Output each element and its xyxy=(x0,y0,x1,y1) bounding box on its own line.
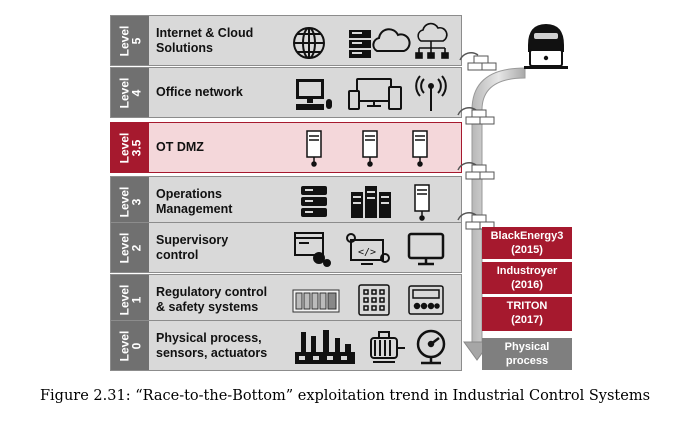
level-3-icons xyxy=(301,184,430,221)
factory-icon xyxy=(295,330,355,364)
wireless-antenna-icon xyxy=(415,75,447,111)
devices-icon xyxy=(348,78,402,110)
monitor-icon xyxy=(407,232,445,266)
tower-server-icon xyxy=(414,184,430,221)
server-stack-icon xyxy=(301,186,327,217)
desktop-computer-icon xyxy=(296,79,332,110)
hmi-settings-icon xyxy=(294,232,331,267)
server-rack-icon xyxy=(349,30,371,58)
level-2-icons: </> xyxy=(294,232,445,267)
level-label: Physical process, sensors, actuators xyxy=(156,330,268,360)
level-3-5-tier: Level 3.5 OT DMZ xyxy=(110,122,462,173)
globe-icon xyxy=(293,27,325,59)
level-3-tier: Level 3 Operations Management xyxy=(110,176,462,227)
svg-text:</>: </> xyxy=(358,247,376,258)
tower-server-icon xyxy=(306,130,322,167)
attack-path-graphic xyxy=(457,24,568,361)
level-5-tier: Level 5 Internet & Cloud Solutions xyxy=(110,15,462,66)
code-gear-icon: </> xyxy=(346,233,390,265)
motor-icon xyxy=(370,331,405,363)
firewall-brick-icon xyxy=(459,52,497,71)
incident-industroyer: Industroyer (2016) xyxy=(482,262,572,294)
level-tag: Level 2 xyxy=(111,223,149,272)
level-label: Regulatory control & safety systems xyxy=(156,284,268,314)
cloud-icon xyxy=(372,28,411,52)
incident-name: BlackEnergy3 xyxy=(490,230,564,242)
incident-name: Industroyer xyxy=(496,265,558,277)
gauge-icon xyxy=(416,329,446,365)
tower-server-icon xyxy=(412,130,428,167)
server-cluster-icon xyxy=(351,186,391,218)
level-tag: Level 0 xyxy=(111,321,149,370)
level-5-icons xyxy=(293,22,449,59)
incident-blackenergy3: BlackEnergy3 (2015) xyxy=(482,227,572,259)
level-tag: Level 4 xyxy=(111,68,149,117)
level-label: Office network xyxy=(156,85,243,99)
tower-server-icon xyxy=(362,130,378,167)
physical-line-2: process xyxy=(505,355,549,367)
level-0-icons xyxy=(295,329,446,365)
level-1-tier: Level 1 Regulatory control & safety syst… xyxy=(110,274,462,325)
firewall-brick-icon xyxy=(457,107,495,125)
controller-panel-icon xyxy=(408,285,444,315)
level-label: Operations Management xyxy=(156,186,233,216)
io-module-icon xyxy=(358,284,390,316)
level-tag: Level 5 xyxy=(111,16,149,65)
level-3-5-icons xyxy=(306,130,428,167)
physical-line-1: Physical xyxy=(504,341,550,353)
cloud-network-icon xyxy=(415,22,449,59)
level-4-icons xyxy=(296,75,447,111)
incident-year: (2015) xyxy=(511,244,543,256)
level-tag: Level 3 xyxy=(111,177,149,226)
physical-process-box: Physical process xyxy=(482,338,572,370)
level-tag: Level 3.5 xyxy=(111,123,149,172)
hacker-laptop-icon xyxy=(524,24,568,69)
incident-year: (2016) xyxy=(511,279,543,291)
plc-rack-icon xyxy=(292,289,340,313)
level-2-tier: Level 2 Supervisory control </> xyxy=(110,222,462,273)
figure-caption: Figure 2.31: “Race-to-the-Bottom” exploi… xyxy=(39,388,651,404)
firewall-brick-icon xyxy=(457,162,495,180)
level-label: OT DMZ xyxy=(156,140,204,154)
level-0-tier: Level 0 Physical process, sensors, actua… xyxy=(110,320,462,371)
level-4-tier: Level 4 Office network xyxy=(110,67,462,118)
incident-year: (2017) xyxy=(511,314,543,326)
incident-name: TRITON xyxy=(506,300,548,312)
level-tag: Level 1 xyxy=(111,275,149,324)
level-label: Supervisory control xyxy=(156,232,229,262)
level-1-icons xyxy=(292,284,444,316)
firewall-brick-icon xyxy=(457,212,495,230)
level-label: Internet & Cloud Solutions xyxy=(156,25,254,55)
incident-triton: TRITON (2017) xyxy=(482,297,572,331)
